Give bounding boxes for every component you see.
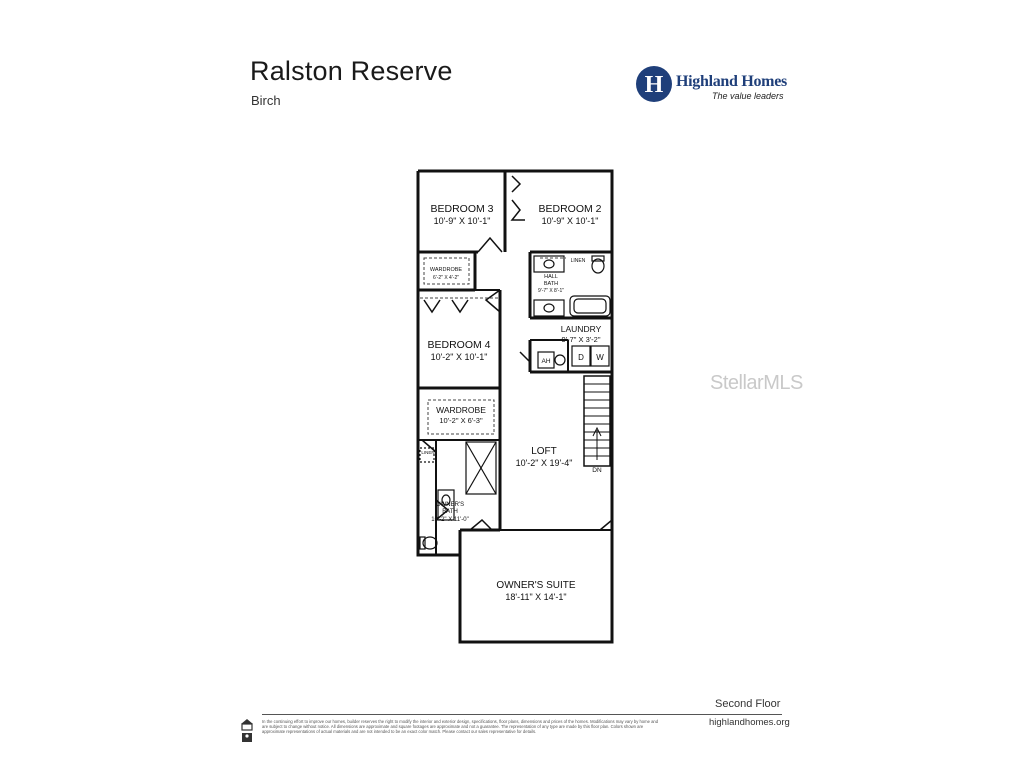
legal-disclaimer: In the continuing effort to improve our … <box>262 719 659 735</box>
website-link[interactable]: highlandhomes.org <box>709 717 790 728</box>
owners-bath-size: 10'-2" X 11'-0" <box>431 517 468 523</box>
wardrobe-small-name: WARDROBE <box>430 267 463 273</box>
floor-label: Second Floor <box>715 698 781 710</box>
water-heater <box>554 354 566 366</box>
sink <box>543 303 555 313</box>
bedroom3-name: BEDROOM 3 <box>430 203 493 215</box>
toilet <box>591 258 605 274</box>
owners-suite-size: 18'-11" X 14'-1" <box>505 592 566 602</box>
ah-label: AH <box>541 358 550 365</box>
door <box>477 236 503 253</box>
equal-housing-icon <box>241 719 253 742</box>
page-title: Ralston Reserve <box>250 56 453 86</box>
door <box>519 351 531 363</box>
loft-name: LOFT <box>531 446 557 457</box>
watermark: StellarMLS <box>710 372 803 394</box>
hall-bath-name: HALL <box>544 274 558 280</box>
hall-bath-size: 9'-7" X 8'-1" <box>538 288 564 294</box>
air-handler <box>537 351 555 369</box>
door <box>435 499 450 521</box>
door <box>451 299 469 314</box>
washer <box>590 345 610 367</box>
dryer-label: D <box>578 353 584 362</box>
sink <box>543 259 555 269</box>
shower-x <box>465 441 497 495</box>
toilet-tank <box>419 536 426 550</box>
toilet <box>422 536 438 550</box>
loft-size: 10'-2" X 19'-4" <box>516 458 573 468</box>
laundry-size: 9'-7" X 3'-2" <box>561 335 600 344</box>
wardrobe-size: 10'-2" X 6'-3" <box>439 416 483 425</box>
owners-bath-name: OWNER'S <box>436 502 464 508</box>
owners-suite-name: OWNER'S SUITE <box>496 580 575 591</box>
bedroom3-size: 10'-9" X 10'-1" <box>434 216 491 226</box>
laundry-name: LAUNDRY <box>561 324 602 334</box>
stairs <box>583 375 611 467</box>
vanity <box>533 255 565 273</box>
linen-bottom-name: LINEN <box>421 450 434 455</box>
toilet-tank <box>591 255 605 262</box>
bedroom4-size: 10'-2" X 10'-1" <box>431 352 488 362</box>
wardrobe-rail <box>423 257 470 285</box>
stairs-label: DN <box>592 467 602 474</box>
footer-divider <box>262 714 782 715</box>
bathtub <box>569 295 611 317</box>
wardrobe-rail <box>427 399 495 435</box>
door <box>469 518 493 531</box>
bedroom2-size: 10'-9" X 10'-1" <box>542 216 599 226</box>
highland-homes-logo: H <box>636 66 672 102</box>
wardrobe-name: WARDROBE <box>436 405 486 415</box>
plan-name: Birch <box>251 93 281 108</box>
linen-closet <box>419 447 435 463</box>
door <box>511 175 522 193</box>
owners-suite-wall <box>458 530 614 644</box>
door <box>484 289 501 313</box>
washer-label: W <box>596 353 604 362</box>
linen-top-name: LINEN <box>571 258 586 264</box>
owners-bath-name2: BATH <box>442 509 458 515</box>
bedroom2-name: BEDROOM 2 <box>538 203 601 215</box>
dryer <box>571 345 591 367</box>
bedroom4-name: BEDROOM 4 <box>427 339 490 351</box>
wardrobe-small-size: 6'-2" X 4'-2" <box>433 275 459 281</box>
shower <box>465 441 497 495</box>
vanity <box>533 299 565 317</box>
outer-wall <box>418 169 614 530</box>
outer-wall-left <box>416 171 460 557</box>
logo-circle <box>636 66 672 102</box>
door <box>423 299 441 314</box>
hall-bath-name2: BATH <box>544 281 558 287</box>
vanity <box>437 489 455 521</box>
sink <box>441 494 451 506</box>
brand-name: Highland Homes <box>676 73 787 90</box>
door <box>510 199 525 221</box>
brand-tagline: The value leaders <box>712 91 784 101</box>
door <box>599 519 613 531</box>
bathtub-inner <box>573 298 607 314</box>
logo-monogram: H <box>645 72 664 98</box>
